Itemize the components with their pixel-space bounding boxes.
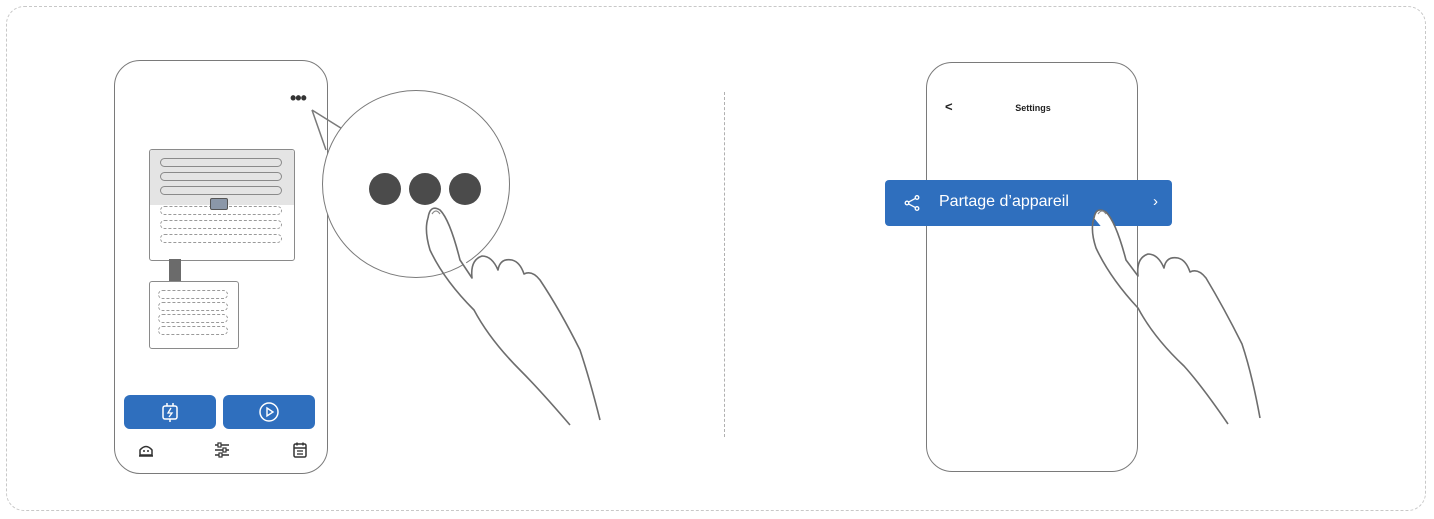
pointing-hand-icon bbox=[420, 200, 610, 430]
settings-title: Settings bbox=[927, 103, 1139, 113]
pointing-hand-icon bbox=[1088, 204, 1268, 428]
share-icon bbox=[903, 194, 921, 212]
more-dot-icon bbox=[369, 173, 401, 205]
device-sharing-label: Partage d’appareil bbox=[939, 193, 1069, 211]
